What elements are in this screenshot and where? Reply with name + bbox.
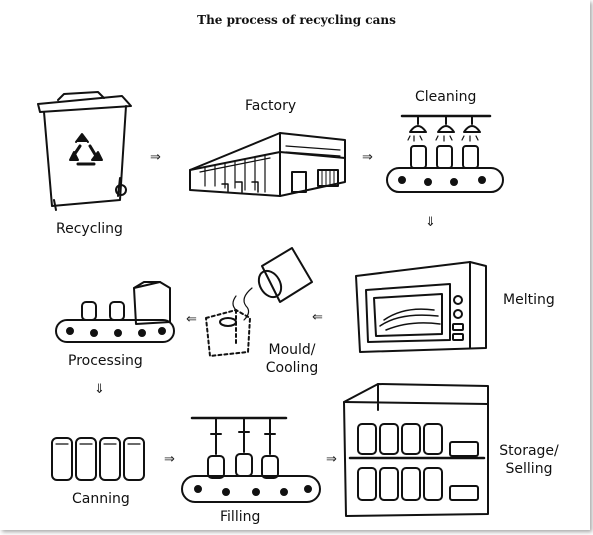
label-mould-line1: Mould/ [268, 342, 316, 358]
arrow-processing-to-canning: ⇓ [94, 382, 105, 397]
label-storage-line1: Storage/ [499, 443, 559, 459]
label-canning: Canning [72, 491, 130, 507]
label-processing: Processing [68, 353, 143, 369]
recycle-bin-icon [37, 91, 132, 211]
arrow-filling-to-storage: ⇒ [326, 452, 337, 467]
arrow-melting-to-mould: ⇐ [312, 310, 323, 325]
label-mould-line2: Cooling [265, 360, 319, 376]
arrow-recycling-to-factory: ⇒ [150, 150, 161, 165]
arrow-mould-to-processing: ⇐ [186, 312, 197, 327]
mould-cooling-icon [205, 247, 313, 357]
label-cleaning: Cleaning [415, 89, 477, 105]
melting-oven-icon [355, 261, 487, 353]
storage-shelf-icon [343, 383, 489, 517]
diagram-title: The process of recycling cans [197, 13, 396, 27]
factory-icon [189, 132, 346, 197]
label-storage: Storage/ Selling [496, 442, 562, 478]
arrow-canning-to-filling: ⇒ [164, 452, 175, 467]
label-recycling: Recycling [56, 221, 123, 237]
arrow-factory-to-cleaning: ⇒ [362, 150, 373, 165]
filling-conveyor-icon [181, 416, 321, 503]
label-storage-line2: Selling [505, 461, 553, 477]
label-filling: Filling [220, 509, 261, 525]
label-factory: Factory [245, 98, 297, 114]
processing-machine-icon [55, 281, 175, 343]
cleaning-conveyor-icon [386, 114, 504, 193]
label-mould: Mould/ Cooling [262, 341, 322, 377]
label-melting: Melting [503, 292, 555, 308]
arrow-cleaning-to-melting: ⇓ [425, 215, 436, 230]
cans-icon [51, 437, 145, 481]
